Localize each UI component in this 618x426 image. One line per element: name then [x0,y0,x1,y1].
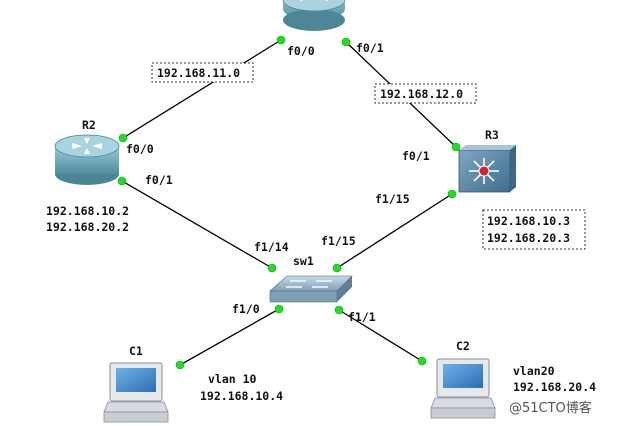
network-label-11: 192.168.11.0 [157,66,240,80]
pc-c1-label: C1 [129,344,143,358]
iface-r1-f0-1: f0/1 [356,41,384,55]
r2-address-2: 192.168.20.2 [46,220,129,234]
r2-address-1: 192.168.10.2 [46,204,129,218]
r3-address-2: 192.168.20.3 [487,231,570,245]
l3-switch-r3-icon[interactable] [458,145,516,193]
port-dot-r1-f0-0 [276,35,286,45]
network-box-11: 192.168.11.0 [151,62,254,83]
router-r1-icon[interactable] [282,0,346,31]
link-sw1-c1 [179,308,280,366]
iface-sw1-f1-14: f1/14 [254,240,289,254]
port-dot-sw1-f1-14 [267,263,277,273]
interface-labels: f0/0 f0/1 f0/0 f0/1 f0/1 f1/15 f1/14 f1/… [126,41,430,324]
link-r1-r2 [122,39,282,139]
c2-vlan: vlan20 [513,364,555,378]
pc-c2-label: C2 [456,339,470,353]
router-r2-icon[interactable] [54,134,120,185]
link-r2-sw1 [121,180,273,269]
iface-r2-f0-1: f0/1 [145,173,173,187]
port-dot-sw1-f1-0 [274,304,284,314]
network-box-12: 192.168.12.0 [374,83,477,104]
iface-r3-f1-15: f1/15 [375,192,410,206]
switch-sw1-label: sw1 [293,254,314,268]
port-dot-r3-f1-15 [447,189,457,199]
port-dot-c1 [175,360,185,370]
switch-sw1-icon[interactable] [269,275,353,303]
r3-address-1: 192.168.10.3 [487,214,570,228]
pc-c1-icon[interactable] [103,362,169,423]
c1-vlan: vlan 10 [208,372,257,386]
watermark: @51CTO博客 [509,400,592,416]
c1-ip: 192.168.10.4 [200,389,283,403]
iface-sw1-f1-1: f1/1 [348,310,376,324]
link-r3-sw1 [336,193,453,269]
links [121,39,457,366]
port-dot-c2 [417,356,427,366]
iface-sw1-f1-0: f1/0 [232,302,260,316]
port-indicators [117,35,461,370]
l3-switch-r3-label: R3 [485,128,499,142]
port-dot-r2-f0-1 [117,176,127,186]
r3-address-box: 192.168.10.3 192.168.20.3 [482,209,586,250]
port-dot-r1-f0-1 [341,37,351,47]
c2-ip: 192.168.20.4 [513,380,596,394]
iface-r1-f0-0: f0/0 [287,44,315,58]
iface-r2-f0-0: f0/0 [126,142,154,156]
iface-r3-f0-1: f0/1 [402,149,430,163]
link-sw1-c2 [338,309,423,362]
port-dot-r3-f0-1 [451,142,461,152]
port-dot-r2-f0-0 [118,133,128,143]
pc-c2-icon[interactable] [430,358,496,419]
iface-sw1-f1-15: f1/15 [321,234,356,248]
port-dot-sw1-f1-1 [334,305,344,315]
network-label-12: 192.168.12.0 [380,87,463,101]
router-r2-label: R2 [82,118,96,132]
port-dot-sw1-f1-15 [332,263,342,273]
